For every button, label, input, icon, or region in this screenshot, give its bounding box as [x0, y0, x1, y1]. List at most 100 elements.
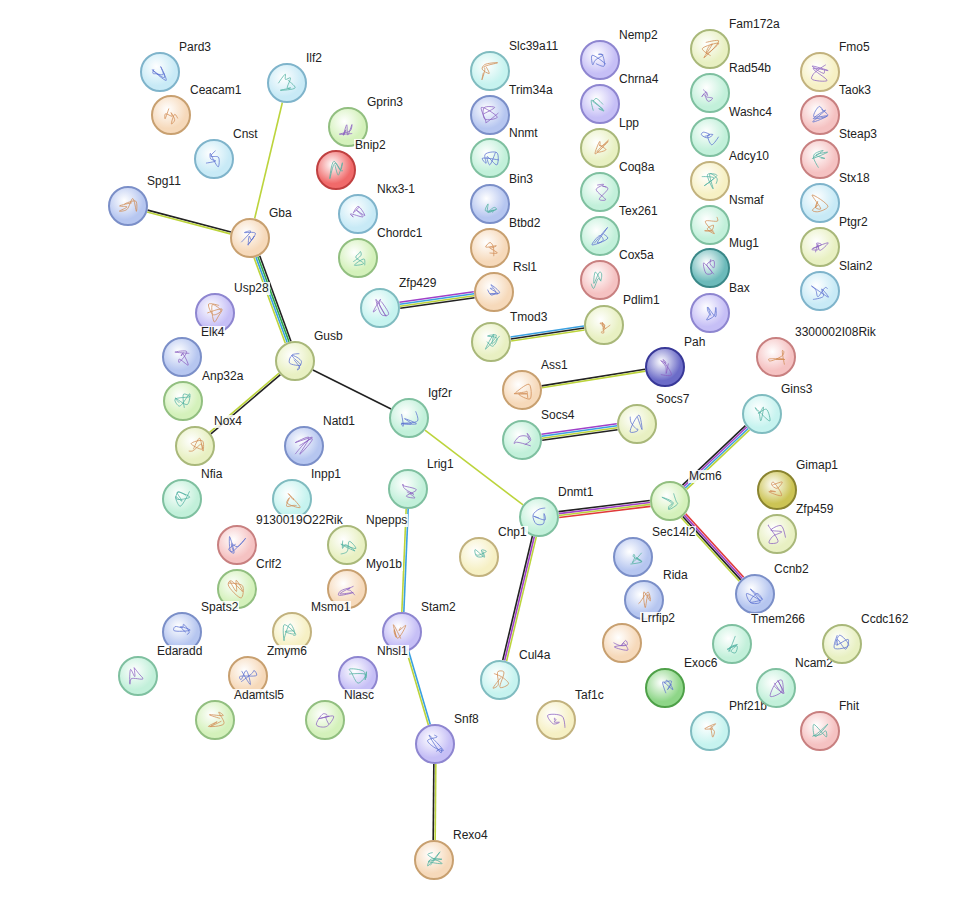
structure-thumbnail — [538, 702, 574, 738]
structure-thumbnail — [615, 539, 651, 575]
structure-thumbnail — [177, 428, 213, 464]
structure-stroke — [812, 65, 829, 81]
structure-thumbnail — [472, 140, 508, 176]
structure-thumbnail — [274, 481, 310, 517]
interaction-edge — [313, 370, 391, 409]
structure-thumbnail — [504, 372, 540, 408]
node-label: Slc39a11 — [508, 40, 559, 53]
node-label: Ilf2 — [305, 52, 323, 65]
structure-stroke — [486, 242, 498, 256]
structure-stroke — [703, 259, 714, 274]
node-label: Gprin3 — [366, 96, 404, 109]
structure-thumbnail — [307, 702, 343, 738]
protein-node: Gba — [230, 218, 270, 258]
node-label: Bnip2 — [354, 139, 387, 152]
structure-stroke — [812, 150, 827, 167]
protein-node: Nsmaf — [690, 205, 730, 245]
node-label: Ccdc162 — [860, 613, 909, 626]
structure-stroke — [339, 125, 352, 136]
structure-thumbnail — [692, 207, 728, 243]
protein-node: Rexo4 — [414, 840, 454, 880]
structure-stroke — [295, 437, 312, 454]
protein-node: Nlasc — [305, 700, 345, 740]
structure-stroke — [316, 714, 333, 727]
structure-stroke — [119, 199, 137, 212]
protein-node: Nox4 — [175, 426, 215, 466]
protein-node: Gins3 — [742, 394, 782, 434]
structure-thumbnail — [504, 422, 540, 458]
interaction-edge — [503, 536, 537, 661]
protein-node: Zfp459 — [757, 514, 797, 554]
structure-thumbnail — [362, 290, 398, 326]
structure-thumbnail — [472, 53, 508, 89]
structure-stroke — [338, 586, 354, 595]
structure-thumbnail — [390, 471, 426, 507]
node-label: Rexo4 — [452, 829, 489, 842]
structure-stroke — [769, 350, 785, 364]
node-label: Fhit — [838, 700, 860, 713]
node-label: Rad54b — [728, 62, 772, 75]
protein-node: Adamtsl5 — [195, 700, 235, 740]
interaction-edge — [254, 256, 291, 343]
structure-stroke — [130, 667, 143, 684]
interaction-edge — [541, 424, 617, 440]
structure-thumbnail — [692, 31, 728, 67]
protein-node: Lrig1 — [388, 469, 428, 509]
structure-stroke — [514, 384, 531, 399]
protein-node: Mug1 — [690, 248, 730, 288]
structure-stroke — [393, 625, 405, 639]
evidence-strand — [147, 212, 230, 234]
structure-thumbnail — [329, 527, 365, 563]
structure-thumbnail — [758, 670, 794, 706]
structure-thumbnail — [582, 42, 618, 78]
structure-stroke — [769, 482, 782, 496]
protein-node: Lpp — [580, 128, 620, 168]
protein-node: 3300002I08Rik — [756, 337, 796, 377]
node-label: Socs4 — [540, 409, 575, 422]
structure-thumbnail — [802, 54, 838, 90]
node-label: Usp28 — [233, 282, 270, 295]
structure-thumbnail — [164, 481, 200, 517]
evidence-strand — [505, 536, 535, 660]
structure-stroke — [481, 107, 498, 123]
structure-thumbnail — [476, 274, 512, 310]
protein-node: Coq8a — [580, 172, 620, 212]
structure-stroke — [401, 411, 418, 426]
node-label: Adamtsl5 — [233, 689, 285, 702]
node-label: Mug1 — [728, 237, 760, 250]
node-label: Inpp1 — [310, 468, 342, 481]
node-label: Sec14l2 — [651, 526, 696, 539]
structure-stroke — [707, 307, 717, 320]
structure-thumbnail — [619, 406, 655, 442]
protein-node: Ass1 — [502, 370, 542, 410]
structure-thumbnail — [277, 343, 313, 379]
structure-stroke — [208, 712, 224, 727]
structure-stroke — [482, 152, 499, 165]
structure-stroke — [485, 204, 496, 213]
node-label: Anp32a — [201, 370, 244, 383]
node-label: Coq8a — [618, 161, 655, 174]
structure-stroke — [239, 670, 256, 684]
structure-stroke — [591, 98, 604, 111]
node-label: 9130019O22Rik — [255, 514, 344, 527]
node-label: Gusb — [313, 330, 344, 343]
node-label: Rida — [662, 569, 689, 582]
structure-thumbnail — [340, 240, 376, 276]
protein-node: Cox5a — [580, 260, 620, 300]
evidence-strand — [684, 515, 742, 578]
structure-stroke — [175, 491, 189, 506]
node-label: Elk4 — [200, 326, 225, 339]
structure-thumbnail — [110, 188, 146, 224]
node-label: Nlasc — [343, 689, 375, 702]
structure-thumbnail — [692, 713, 728, 749]
structure-thumbnail — [196, 141, 232, 177]
protein-node: Zfp429 — [360, 288, 400, 328]
structure-stroke — [493, 671, 509, 688]
protein-node: Nfia — [162, 479, 202, 519]
structure-stroke — [595, 140, 609, 154]
protein-node: Gusb — [275, 341, 315, 381]
structure-stroke — [289, 354, 301, 370]
structure-thumbnail — [802, 185, 838, 221]
node-label: Ass1 — [540, 359, 569, 372]
